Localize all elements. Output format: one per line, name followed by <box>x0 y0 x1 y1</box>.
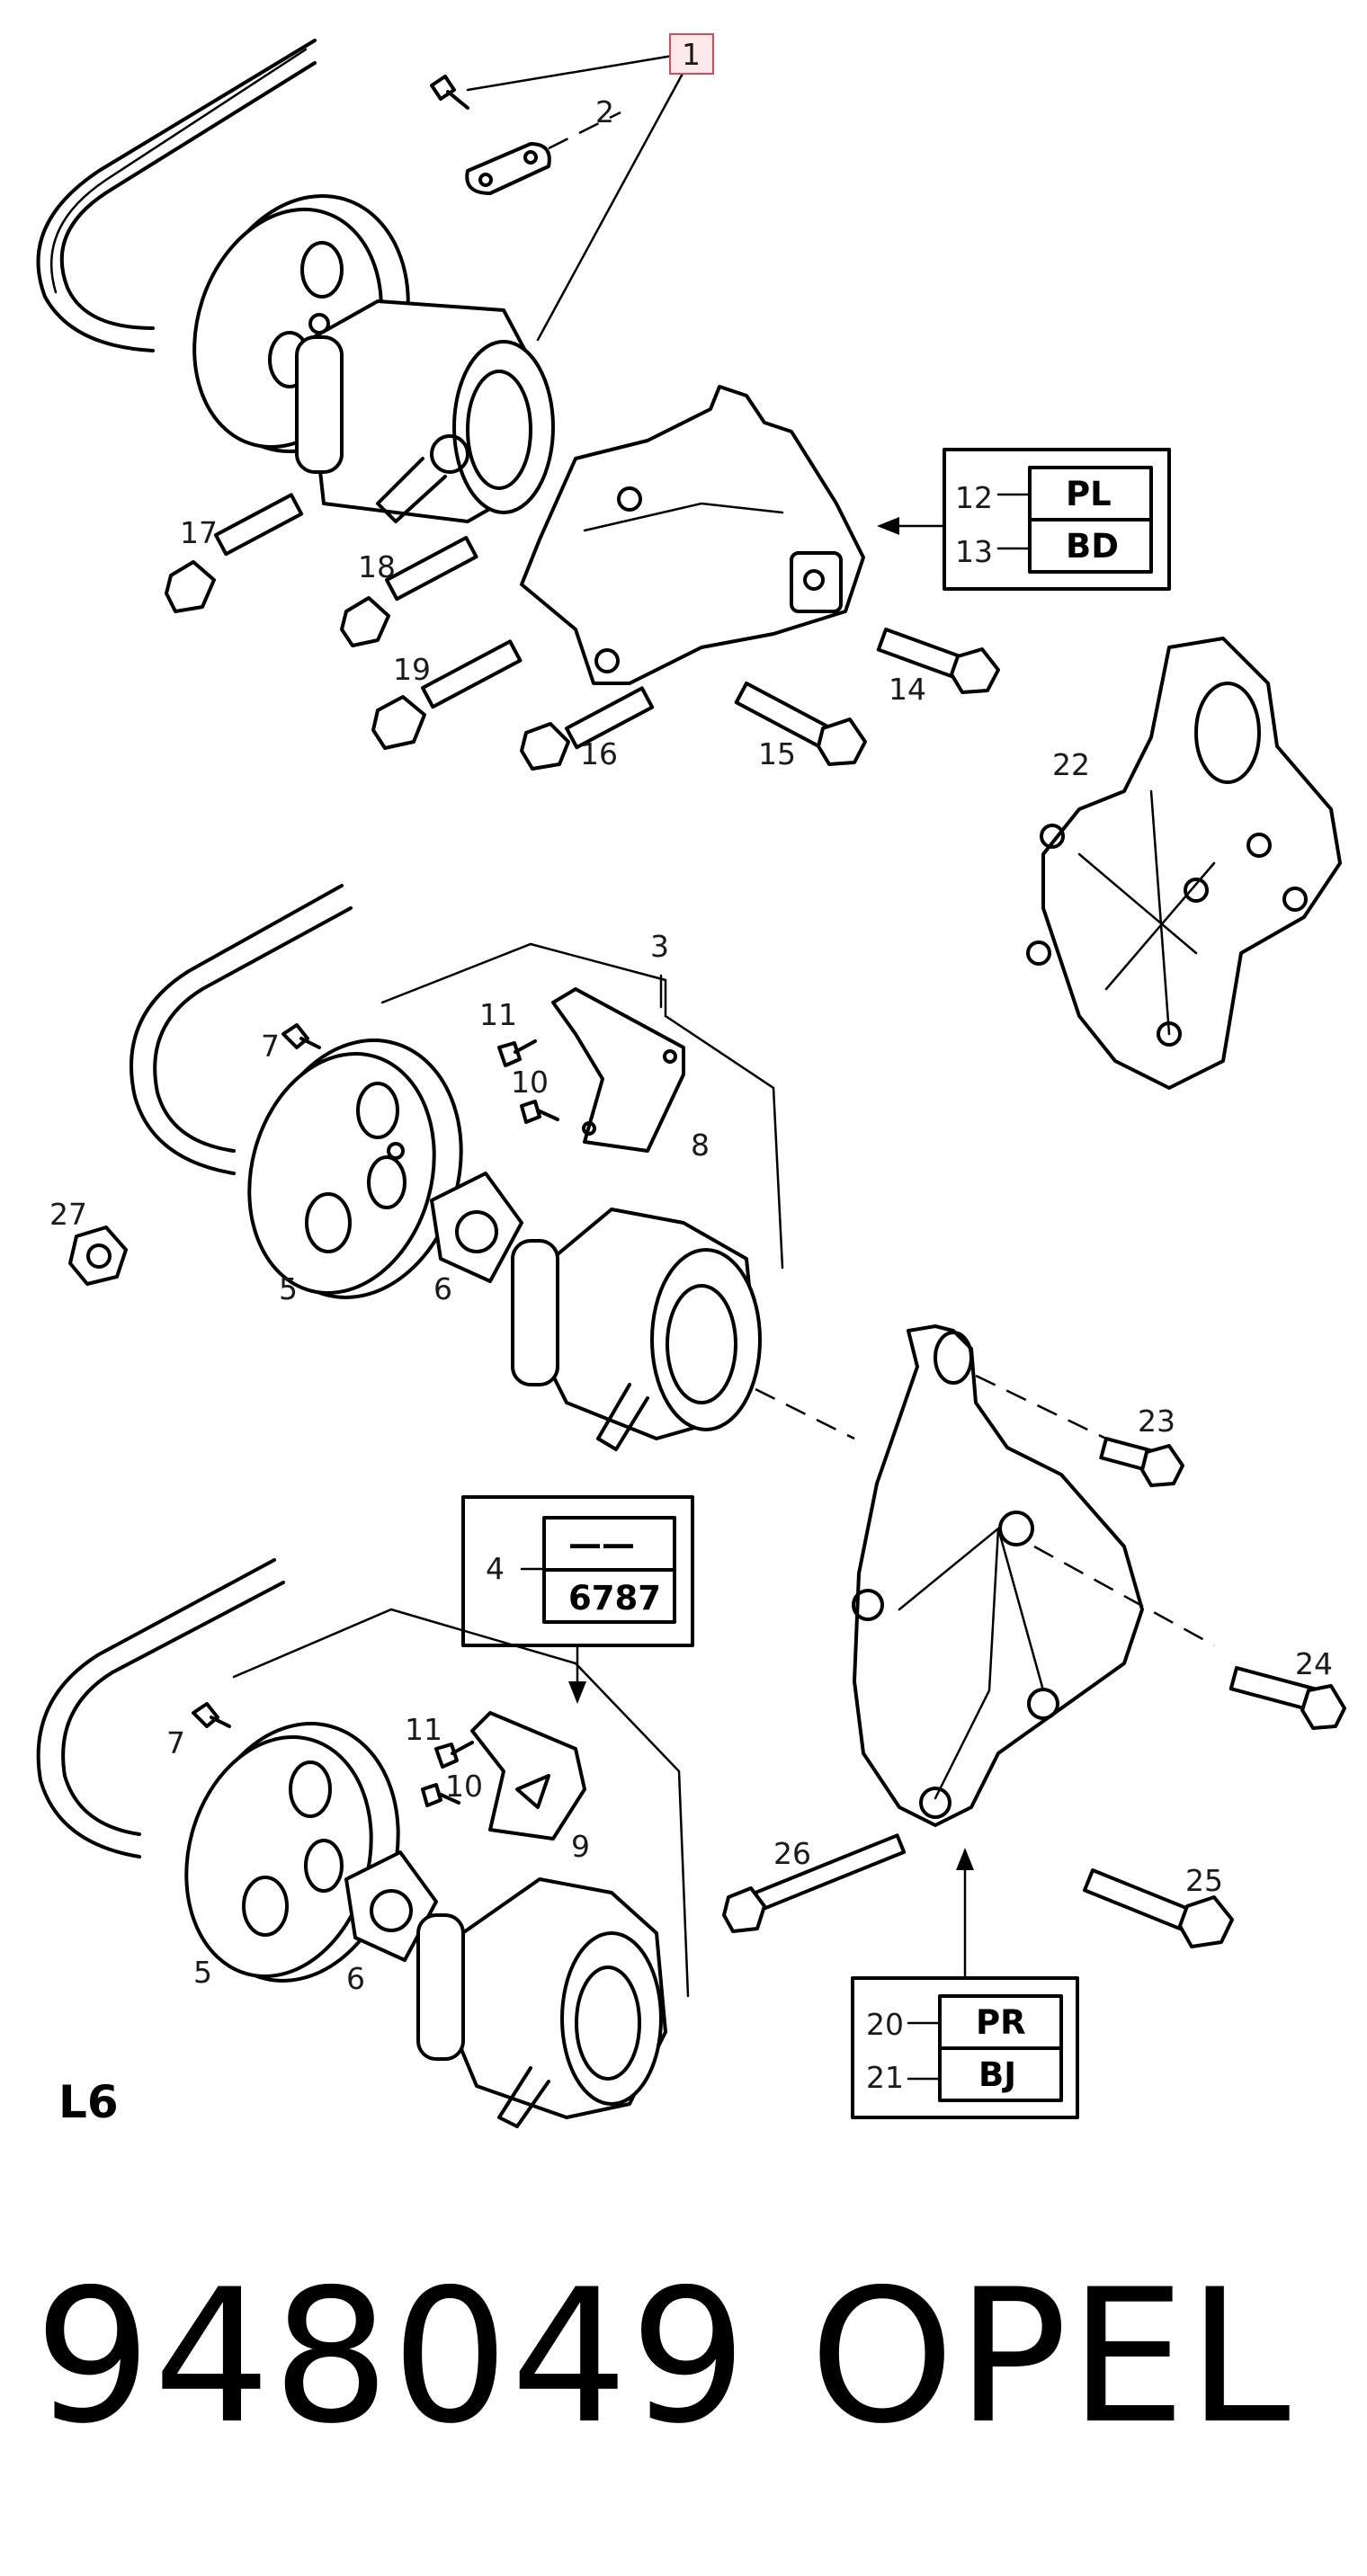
code-box-4 <box>461 1495 694 1704</box>
belt-middle <box>130 884 353 1175</box>
belt-top <box>36 39 317 352</box>
callout-23: 23 <box>1138 1404 1175 1439</box>
callout-25: 25 <box>1185 1863 1223 1898</box>
pump-lower <box>416 1877 667 2128</box>
callout-1-box <box>669 33 714 75</box>
section-label: L6 <box>58 2076 119 2128</box>
callout-19: 19 <box>393 652 431 687</box>
callout-21: 21 <box>866 2060 904 2095</box>
callout-16: 16 <box>580 736 618 771</box>
pulley-middle <box>247 1038 463 1299</box>
code-box-pl-bd <box>877 448 1171 591</box>
code-bj: BJ <box>978 2055 1016 2094</box>
callout-9: 9 <box>571 1829 590 1864</box>
callout-5-lower: 5 <box>193 1955 212 1990</box>
plate-6-lower <box>344 1850 438 1962</box>
callout-4: 4 <box>486 1551 505 1586</box>
callout-11-mid: 11 <box>479 997 517 1032</box>
callout-2: 2 <box>595 94 614 129</box>
bracket-8 <box>551 987 685 1153</box>
pump-middle <box>511 1208 855 1451</box>
leader-lines <box>466 54 685 1009</box>
screw-1 <box>430 75 469 110</box>
code-box-pr-bj <box>851 1848 1079 2119</box>
code-dash: —— <box>568 1525 635 1564</box>
bolt-10-lower <box>421 1783 460 1807</box>
belt-lower <box>36 1558 285 1858</box>
bolt-23 <box>1099 1437 1184 1487</box>
code-6787: 6787 <box>568 1579 661 1618</box>
callout-20: 20 <box>866 2007 904 2042</box>
callout-18: 18 <box>358 549 396 584</box>
bracket-main <box>852 1324 1215 1827</box>
code-pl: PL <box>1066 475 1112 513</box>
callout-26: 26 <box>773 1836 811 1871</box>
bolt-10-mid <box>520 1100 559 1124</box>
callout-7-lower: 7 <box>166 1725 185 1760</box>
callout-22: 22 <box>1052 747 1090 782</box>
bolt-11-mid <box>497 1039 537 1067</box>
callout-11-lower: 11 <box>405 1712 442 1747</box>
bolt-7-mid <box>281 1023 321 1049</box>
callout-15: 15 <box>758 736 796 771</box>
callout-24: 24 <box>1295 1646 1333 1681</box>
callout-13: 13 <box>955 534 993 569</box>
callout-1: 1 <box>682 37 701 72</box>
callout-6-lower: 6 <box>346 1961 365 1996</box>
bolt-7-lower <box>192 1702 231 1728</box>
bracket-outline-3 <box>380 942 784 1270</box>
bolt-26 <box>722 1833 907 1933</box>
callout-6-mid: 6 <box>433 1271 452 1306</box>
bracket-22 <box>1026 637 1342 1090</box>
code-bd: BD <box>1066 527 1119 566</box>
bolt-16 <box>520 686 655 771</box>
nut-27 <box>68 1226 128 1286</box>
pump-top <box>295 299 555 523</box>
bolt-19 <box>371 639 523 750</box>
bolt-18 <box>340 536 478 647</box>
callout-27: 27 <box>49 1197 87 1232</box>
bracket-9 <box>470 1711 586 1841</box>
code-pr: PR <box>976 2003 1026 2042</box>
callout-10-lower: 10 <box>445 1769 483 1804</box>
brand-name: OPEL <box>809 2251 1292 2465</box>
bolt-17 <box>165 493 304 613</box>
callout-5-mid: 5 <box>279 1271 298 1306</box>
bolt-25 <box>1083 1868 1234 1948</box>
bolt-11-lower <box>434 1741 474 1769</box>
clip-2 <box>465 111 621 195</box>
callout-17: 17 <box>180 515 218 550</box>
callout-8: 8 <box>691 1128 710 1163</box>
bolt-24 <box>1229 1665 1346 1730</box>
callout-14: 14 <box>889 672 926 707</box>
plate-6-mid <box>430 1172 523 1283</box>
callout-12: 12 <box>955 480 993 515</box>
callout-3: 3 <box>650 929 669 964</box>
pulley-lower <box>184 1722 400 1983</box>
callout-7-mid: 7 <box>261 1029 280 1064</box>
bolt-14 <box>876 628 1000 694</box>
part-number: 948049 <box>34 2251 749 2465</box>
bracket-top <box>520 385 865 685</box>
callout-10-mid: 10 <box>511 1065 549 1100</box>
bolt-15 <box>734 682 867 766</box>
